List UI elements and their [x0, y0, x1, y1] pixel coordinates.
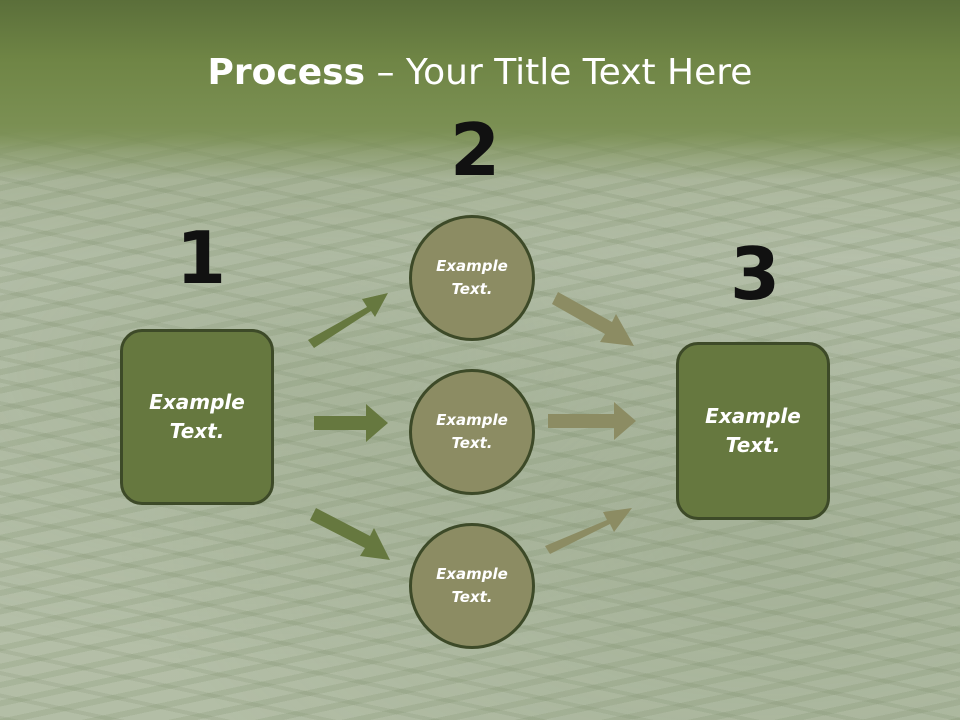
circle-3-line1: Example: [436, 565, 508, 583]
circle-3-line2: Text.: [451, 588, 493, 606]
step-3-line2: Text.: [725, 433, 781, 457]
circle-1-line2: Text.: [451, 280, 493, 298]
circle-2-line2: Text.: [451, 434, 493, 452]
step-number-2: 2: [450, 108, 501, 192]
step-number-3: 3: [730, 232, 781, 316]
step-1-line2: Text.: [169, 419, 225, 443]
step-1-line1: Example: [149, 390, 245, 414]
step-number-1: 1: [176, 216, 227, 300]
arrow-to-circle-1: [308, 293, 388, 348]
title-rest: – Your Title Text Here: [365, 52, 753, 93]
circle-1-line1: Example: [436, 257, 508, 275]
slide-title: Process – Your Title Text Here: [0, 52, 960, 93]
circle-2-line1: Example: [436, 411, 508, 429]
arrow-to-circle-2: [314, 404, 388, 442]
arrow-from-circle-2: [548, 402, 636, 440]
arrow-from-circle-3: [545, 508, 632, 554]
step-3-line1: Example: [705, 404, 801, 428]
arrow-to-circle-3: [310, 508, 390, 560]
background-haze: [0, 120, 960, 180]
title-bold: Process: [207, 52, 366, 93]
arrow-from-circle-1: [552, 292, 634, 346]
